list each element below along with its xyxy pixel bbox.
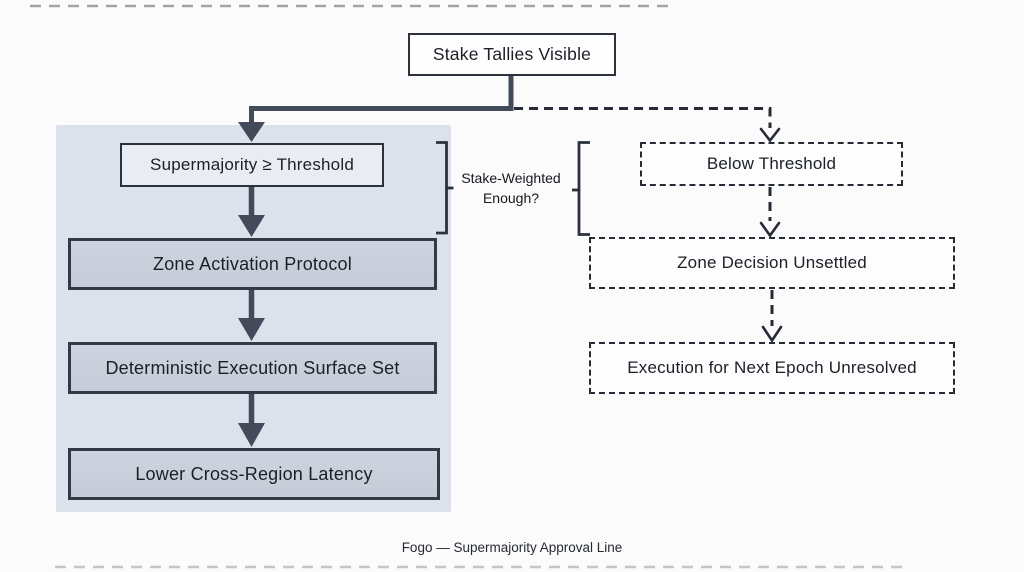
node-zone-decision-unsettled: Zone Decision Unsettled [589,237,955,289]
node-label: Stake Tallies Visible [432,44,592,64]
node-supermajority-threshold: Supermajority ≥ Threshold [120,143,384,187]
node-label: Zone Decision Unsettled [677,253,867,272]
root-to-no-connector [514,107,772,128]
node-label: Supermajority ≥ Threshold [150,155,354,174]
node-label: Lower Cross-Region Latency [135,463,373,484]
node-label: Below Threshold [706,154,837,173]
no-step1-to-step2-arrowhead-icon [759,221,781,238]
node-execution-next-epoch-unresolved: Execution for Next Epoch Unresolved [589,342,955,394]
node-deterministic-execution-surface: Deterministic Execution Surface Set [68,342,437,394]
node-lower-cross-region-latency: Lower Cross-Region Latency [68,448,440,500]
node-stake-tallies-visible: Stake Tallies Visible [408,33,616,76]
question-label: Stake-Weighted Enough? [448,168,574,209]
question-label-line1: Stake-Weighted [461,170,561,186]
node-zone-activation-protocol: Zone Activation Protocol [68,238,437,290]
node-label: Zone Activation Protocol [153,253,352,274]
no-step2-to-step3-arrowhead-icon [761,325,783,343]
node-label: Execution for Next Epoch Unresolved [627,358,917,377]
root-to-no-arrowhead-icon [759,127,781,143]
question-label-line2: Enough? [482,190,540,207]
diagram-caption: Fogo — Supermajority Approval Line [401,540,623,555]
root-to-yes-connector [249,76,514,124]
node-below-threshold: Below Threshold [640,142,903,186]
question-right-bracket [577,141,590,236]
node-label: Deterministic Execution Surface Set [105,357,400,378]
